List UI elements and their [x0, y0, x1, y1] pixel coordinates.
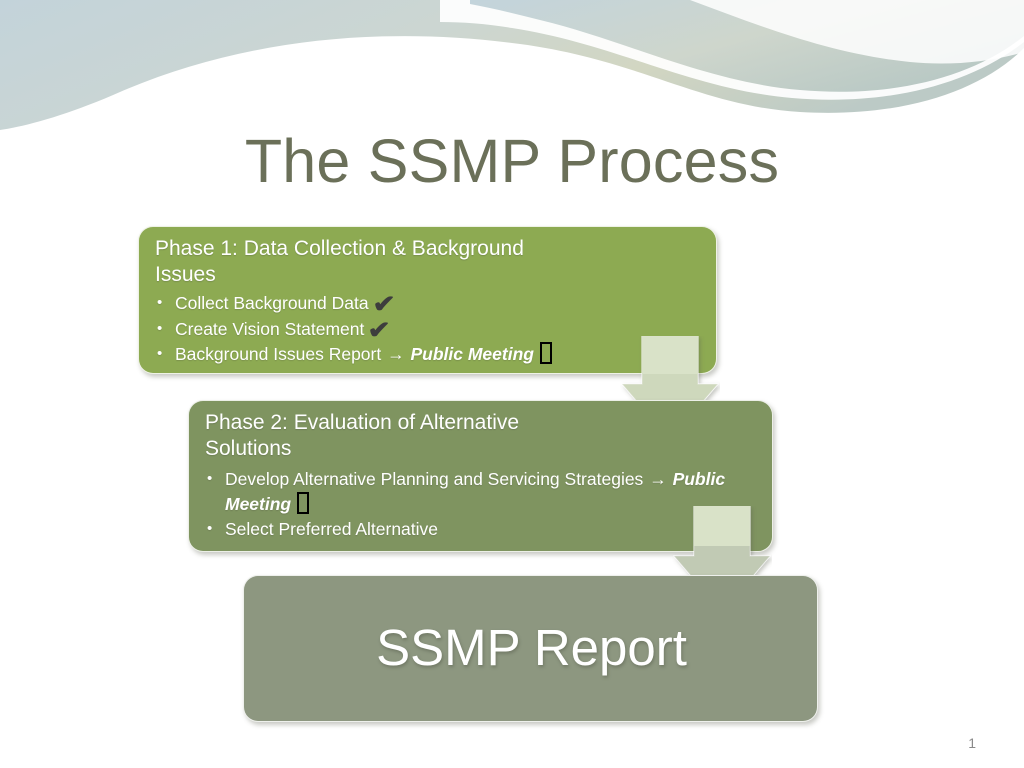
phase2-bullet-1-text: Develop Alternative Planning and Servici… — [225, 469, 644, 489]
phase1-bullet-3-emphasis: Public Meeting — [410, 344, 534, 364]
phase2-box: Phase 2: Evaluation of Alternative Solut… — [188, 400, 773, 552]
list-item: Select Preferred Alternative — [205, 517, 750, 542]
phase1-bullet-2-text: Create Vision Statement — [175, 318, 365, 339]
phase2-heading: Phase 2: Evaluation of Alternative Solut… — [205, 411, 520, 460]
phase1-bullet-3-text: Background Issues Report — [175, 344, 382, 364]
phase2-bullet-list: Develop Alternative Planning and Servici… — [205, 467, 750, 543]
ssmp-report-label: SSMP Report — [376, 619, 687, 676]
right-arrow-icon: → — [649, 469, 667, 489]
page-number: 1 — [968, 735, 976, 751]
phase1-bullet-1-text: Collect Background Data — [175, 293, 369, 313]
phase1-heading: Phase 1: Data Collection & Background Is… — [155, 237, 524, 286]
phase2-bullet-1-emphasis: Public Meeting — [225, 469, 726, 514]
list-item: Collect Background Data✔ — [155, 291, 700, 317]
list-item: Develop Alternative Planning and Servici… — [205, 467, 750, 516]
ssmp-report-box: SSMP Report — [243, 575, 818, 722]
missing-glyph-box-icon — [297, 491, 310, 514]
phase1-bullet-list: Collect Background Data✔ Create Vision S… — [155, 291, 700, 368]
list-item: Background Issues Report → Public Meetin… — [155, 342, 700, 367]
phase2-bullet-2-text: Select Preferred Alternative — [225, 519, 439, 539]
background-wave-decoration — [0, 0, 1024, 130]
right-arrow-icon: → — [387, 344, 405, 364]
page-title: The SSMP Process — [244, 127, 780, 195]
phase1-box: Phase 1: Data Collection & Background Is… — [138, 226, 717, 374]
list-item: Create Vision Statement✔ — [155, 317, 700, 343]
missing-glyph-box-icon — [539, 342, 552, 364]
